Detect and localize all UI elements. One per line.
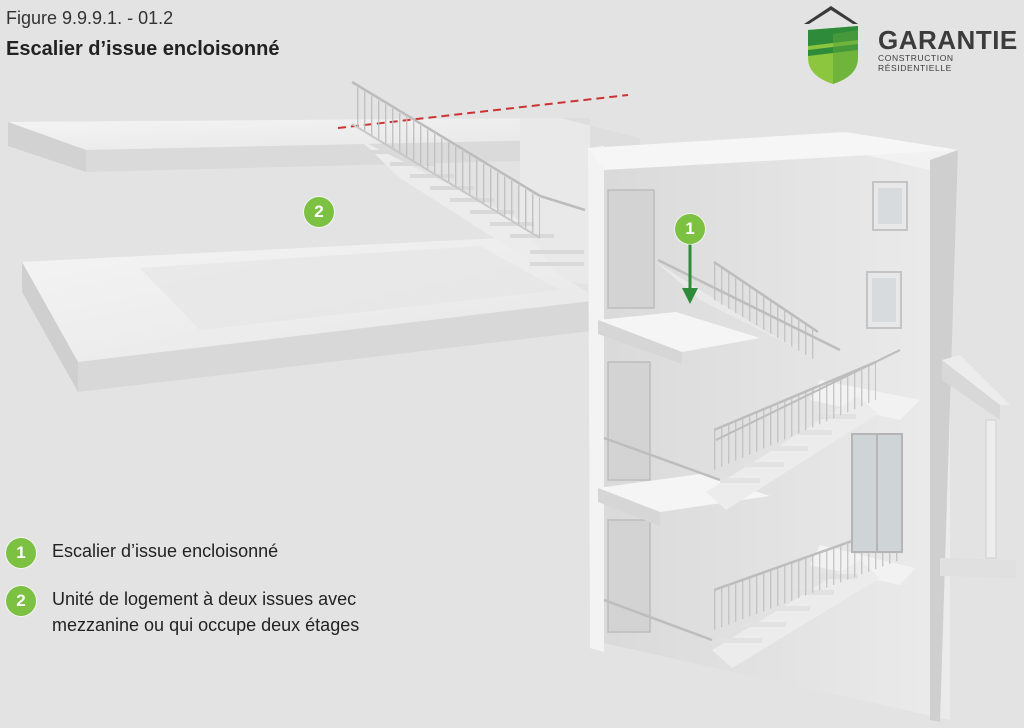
entrance-canopy <box>940 355 1016 578</box>
legend-text-2-line-1: Unité de logement à deux issues avec <box>52 589 357 609</box>
logo-wordmark: GARANTIE <box>878 25 1018 55</box>
lower-floor-slab <box>22 238 600 392</box>
dashed-limit-line <box>337 94 629 129</box>
legend: 1 Escalier d’issue encloisonné 2 Unité d… <box>6 538 359 638</box>
facade-windows <box>866 181 908 329</box>
logo-subtitle: CONSTRUCTION RÉSIDENTIELLE <box>878 53 954 73</box>
exit-direction-arrow <box>682 244 698 304</box>
logo-shield-icon <box>804 6 858 84</box>
callout-marker-2: 2 <box>304 197 334 227</box>
legend-item: 1 Escalier d’issue encloisonné <box>6 538 359 568</box>
exit-shaft <box>588 132 958 722</box>
legend-marker-2: 2 <box>6 586 36 616</box>
doorways <box>607 189 655 633</box>
callout-marker-1: 1 <box>675 214 705 244</box>
unit-interior-stair <box>351 80 586 280</box>
legend-marker-1: 1 <box>6 538 36 568</box>
legend-text-2-line-2: mezzanine ou qui occupe deux étages <box>52 615 360 635</box>
figure-title: Escalier d’issue encloisonné <box>6 38 280 60</box>
glazed-entry <box>851 433 903 553</box>
figure-number: Figure 9.9.9.1. - 01.2 <box>6 8 174 28</box>
legend-text-1: Escalier d’issue encloisonné <box>52 541 279 561</box>
upper-floor-slab <box>8 118 640 172</box>
legend-item: 2 Unité de logement à deux issues avec m… <box>6 586 359 638</box>
